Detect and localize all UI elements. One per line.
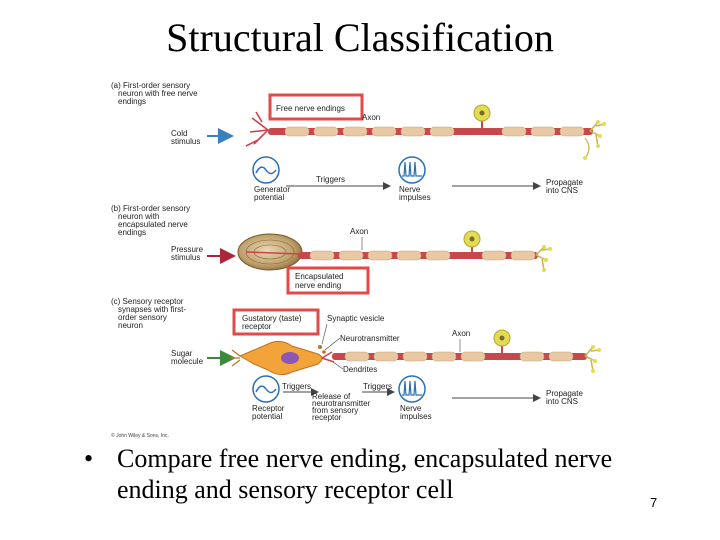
encapsulated-nerve-ending (237, 233, 303, 271)
free-nerve-endings (245, 111, 269, 147)
cold-stimulus-label: Cold stimulus (171, 129, 200, 146)
axon-b-label: Axon (350, 227, 368, 236)
panel-b-heading: (b) First-order sensory neuron with enca… (111, 204, 192, 237)
triggers-label-c1: Triggers (282, 382, 311, 391)
gustatory-receptor-label: Gustatory (taste) receptor (242, 314, 304, 331)
nerve-impulses-icon-a (398, 156, 426, 184)
bullet-marker: • (84, 444, 94, 473)
axon-c-label: Axon (452, 329, 470, 338)
axon-a-label: Axon (362, 113, 380, 122)
page-number: 7 (650, 495, 658, 510)
axon-c (321, 329, 601, 373)
receptor-potential-label: Receptor potential (252, 404, 287, 421)
pressure-stimulus-label: Pressure stimulus (171, 245, 205, 262)
slide-title: Structural Classification (166, 15, 554, 60)
propagate-label-c: Propagate into CNS (546, 389, 585, 406)
free-nerve-endings-callout (268, 93, 364, 121)
encapsulated-nerve-ending-callout (286, 266, 370, 295)
nerve-impulses-icon-c (398, 375, 426, 403)
panel-a: (a) First-order sensory neuron with free… (111, 81, 606, 202)
release-label: Release of neurotransmitter from sensory… (312, 392, 372, 422)
panel-c: (c) Sensory receptor synapses with first… (111, 297, 601, 422)
generator-potential-label: Generator potential (254, 185, 292, 202)
nerve-impulses-label-c: Nerve impulses (400, 404, 432, 421)
free-nerve-endings-label: Free nerve endings (276, 104, 345, 113)
receptor-potential-icon (252, 375, 280, 403)
nerve-impulses-label-a: Nerve impulses (399, 185, 431, 202)
propagate-label-a: Propagate into CNS (546, 178, 585, 195)
neurotransmitter-label: Neurotransmitter (340, 334, 400, 343)
synaptic-vesicle-label: Synaptic vesicle (327, 314, 385, 323)
bullet-text: Compare free nerve ending, encapsulated … (117, 444, 613, 504)
axon-a (268, 104, 606, 160)
triggers-label-a: Triggers (316, 175, 345, 184)
bullet-point: • Compare free nerve ending, encapsulate… (84, 443, 686, 505)
sugar-molecule-label: Sugar molecule (171, 349, 204, 366)
gustatory-receptor-cell (230, 340, 326, 376)
axon-b (298, 230, 552, 272)
panel-b: (b) First-order sensory neuron with enca… (111, 204, 552, 295)
generator-potential-icon (252, 156, 280, 184)
gustatory-receptor-callout (232, 308, 320, 336)
copyright-notice: © John Wiley & Sons, Inc. (111, 432, 169, 439)
panel-a-heading: (a) First-order sensory neuron with free… (111, 81, 200, 106)
encapsulated-nerve-ending-label: Encapsulated nerve ending (295, 272, 346, 290)
panel-c-heading: (c) Sensory receptor synapses with first… (111, 297, 188, 330)
dendrites-label: Dendrites (343, 365, 377, 374)
triggers-label-c2: Triggers (363, 382, 392, 391)
